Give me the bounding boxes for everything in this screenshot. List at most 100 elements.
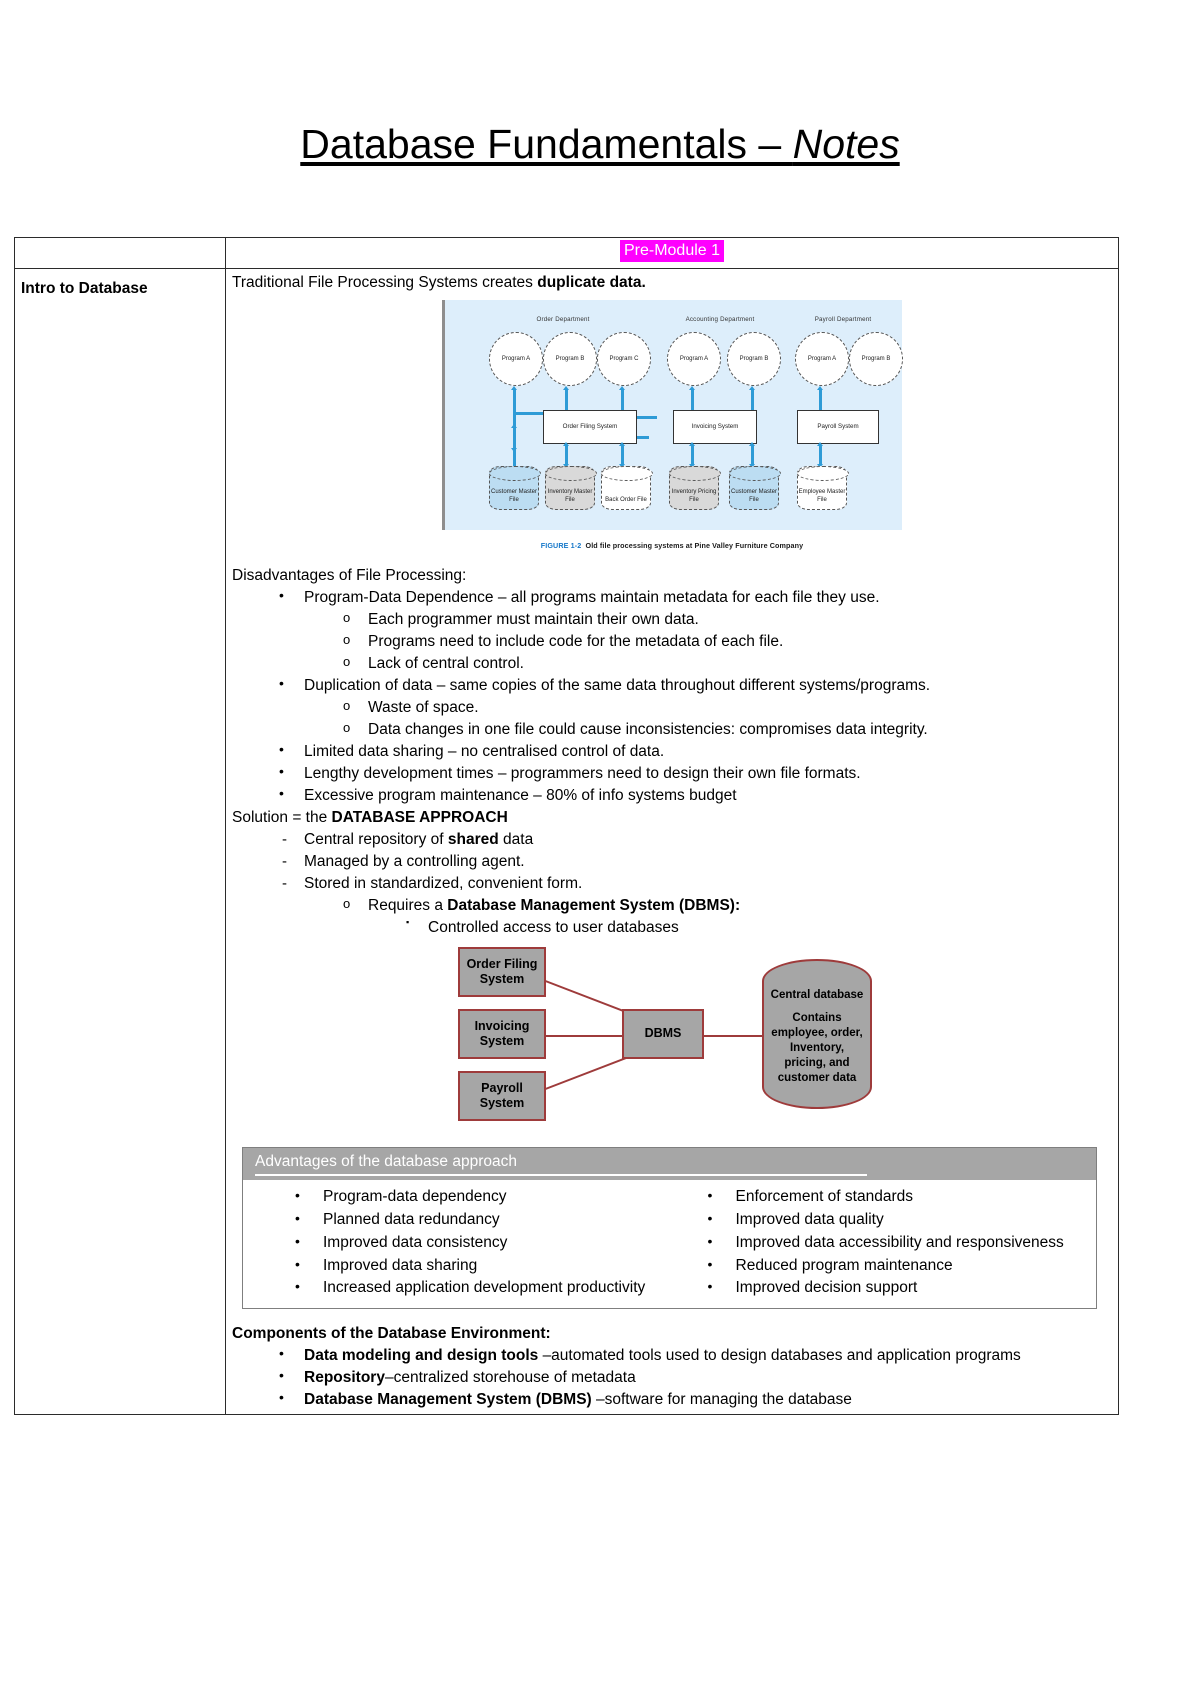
- solution-heading-plain: Solution = the: [232, 809, 332, 827]
- solution-heading: Solution = the DATABASE APPROACH: [232, 807, 1112, 829]
- file-cylinder-inventory-master: Inventory Master File: [545, 466, 597, 510]
- bullet-circle-icon: o: [343, 654, 351, 670]
- figure-caption-text: Old file processing systems at Pine Vall…: [585, 541, 804, 550]
- arrow-into-order-filing-right: [637, 416, 657, 419]
- components-heading: Components of the Database Environment:: [232, 1325, 551, 1343]
- bullet-circle-icon: o: [343, 896, 351, 912]
- advantages-right-list: •Enforcement of standards • Improved data…: [670, 1186, 1097, 1300]
- dept-label-order: Order Department: [536, 316, 590, 323]
- program-circle-acct-b: Program B: [727, 332, 781, 386]
- list-item: •Enforcement of standards: [670, 1186, 1097, 1209]
- list-item: ▪Controlled access to user databases: [368, 917, 1112, 939]
- figure-1-2-wrapper: Order Department Accounting Department P…: [232, 300, 1112, 551]
- list-item-label: Improved data accessibility and responsi…: [735, 1233, 1064, 1251]
- list-item: •Repository–centralized storehouse of me…: [232, 1367, 1112, 1389]
- list-item-term: Database Management System (DBMS): [304, 1391, 596, 1409]
- solution-list: -Central repository of shared data -Mana…: [232, 829, 1112, 939]
- advantages-panel: Advantages of the database approach •Pro…: [242, 1147, 1097, 1310]
- advantages-panel-title: Advantages of the database approach: [255, 1151, 867, 1177]
- list-item-label: Improved decision support: [735, 1279, 918, 1297]
- arrow-acct-to-file-1: [689, 442, 695, 468]
- bullet-dash-icon: -: [282, 853, 287, 871]
- title-italic-text: Notes: [792, 121, 900, 167]
- list-item-label: Improved data quality: [735, 1211, 884, 1228]
- list-item: -Stored in standardized, convenient form…: [232, 873, 1112, 939]
- list-item-label: Planned data redundancy: [323, 1211, 500, 1228]
- list-item-label: Central repository of: [304, 831, 448, 849]
- list-item: • Excessive program maintenance – 80% of …: [232, 785, 1112, 807]
- bullet-disc-icon: •: [279, 785, 284, 802]
- bullet-circle-icon: o: [343, 632, 351, 648]
- system-box-payroll: Payroll System: [797, 410, 879, 444]
- program-circle-payroll-a: Program A: [795, 332, 849, 386]
- table-content-row: Intro to Database Traditional File Proce…: [14, 267, 1119, 1416]
- central-database-body: Contains employee, order, Inventory, pri…: [771, 1012, 863, 1085]
- bullet-disc-icon: •: [295, 1255, 300, 1272]
- bullet-circle-icon: o: [343, 698, 351, 714]
- topic-label-cell: Intro to Database: [14, 267, 226, 1416]
- list-item-label: Lack of central control.: [368, 655, 524, 673]
- list-item: • Duplication of data – same copies of t…: [232, 675, 1112, 741]
- arrow-order-to-file-2: [619, 442, 625, 468]
- system-box-order-filing: Order Filing System: [543, 410, 637, 444]
- header-right-cell: Pre-Module 1: [225, 237, 1119, 269]
- list-item: • Limited data sharing – no centralised c…: [232, 741, 1112, 763]
- list-item-label: –centralized storehouse of metadata: [384, 1369, 636, 1387]
- list-item: •Database Management System (DBMS) –soft…: [232, 1389, 1112, 1411]
- list-item-label: Limited data sharing – no centralised co…: [304, 743, 665, 761]
- figure-1-2-image: Order Department Accounting Department P…: [442, 300, 903, 530]
- topic-label: Intro to Database: [21, 280, 148, 297]
- program-circle-payroll-b: Program B: [849, 332, 903, 386]
- arrow-order-c-down: [619, 386, 625, 414]
- bullet-circle-icon: o: [343, 610, 351, 626]
- list-item: • Program-Data Dependence – all programs…: [232, 587, 1112, 675]
- solution-heading-bold: DATABASE APPROACH: [331, 809, 508, 827]
- system-box-payroll: Payroll System: [458, 1071, 546, 1122]
- sublist: ▪Controlled access to user databases: [368, 917, 1112, 939]
- bullet-disc-icon: •: [707, 1232, 713, 1249]
- intro-lead-bold: duplicate data.: [537, 274, 646, 291]
- list-item-label: Reduced program maintenance: [735, 1256, 953, 1274]
- list-item-label: Improved data sharing: [323, 1256, 478, 1274]
- arrow-payroll-to-file-1: [817, 442, 823, 468]
- advantages-left-list: •Program-data dependency •Planned data r…: [243, 1186, 670, 1300]
- list-item: •Lengthy development times – programmers…: [232, 763, 1112, 785]
- program-circle-acct-a: Program A: [667, 332, 721, 386]
- intro-lead-plain: Traditional File Processing Systems crea…: [232, 274, 538, 291]
- bullet-disc-icon: •: [279, 741, 284, 758]
- bullet-dash-icon: -: [282, 831, 287, 849]
- advantages-panel-header: Advantages of the database approach: [243, 1148, 1096, 1181]
- list-item-label: Requires a: [368, 897, 448, 915]
- arrow-payroll-a-down: [817, 386, 823, 414]
- dbms-engine-box: DBMS: [622, 1009, 704, 1060]
- page-title: Database Fundamentals – Notes: [0, 0, 1200, 167]
- arrow-acct-b-down: [749, 386, 755, 414]
- program-circle-order-b: Program B: [543, 332, 597, 386]
- arrow-acct-a-down: [689, 386, 695, 414]
- list-item-label: Duplication of data – same copies of the…: [304, 677, 931, 695]
- list-item: •Improved data consistency: [243, 1232, 670, 1255]
- figure-1-2-caption: FIGURE 1-2 Old file processing systems a…: [232, 541, 1112, 551]
- system-box-invoicing: Invoicing System: [458, 1009, 546, 1060]
- list-item-label: Excessive program maintenance – 80% of i…: [304, 787, 737, 805]
- figure-number: FIGURE 1-2: [540, 541, 582, 550]
- list-item-label: –automated tools used to design database…: [542, 1347, 1021, 1365]
- arrow-out-order-filing-right: [637, 436, 649, 439]
- file-cylinder-back-order: Back Order File: [601, 466, 653, 510]
- bullet-disc-icon: •: [707, 1187, 713, 1204]
- list-item: •Planned data redundancy: [243, 1209, 670, 1232]
- file-cylinder-customer-master-order: Customer Master File: [489, 466, 541, 510]
- program-circle-order-c: Program C: [597, 332, 651, 386]
- list-item: -Managed by a controlling agent.: [232, 851, 1112, 873]
- list-item-label-tail: data: [498, 831, 534, 849]
- dept-label-accounting: Accounting Department: [685, 316, 755, 323]
- file-cylinder-customer-master-acct: Customer Master File: [729, 466, 781, 510]
- bullet-disc-icon: •: [707, 1278, 713, 1295]
